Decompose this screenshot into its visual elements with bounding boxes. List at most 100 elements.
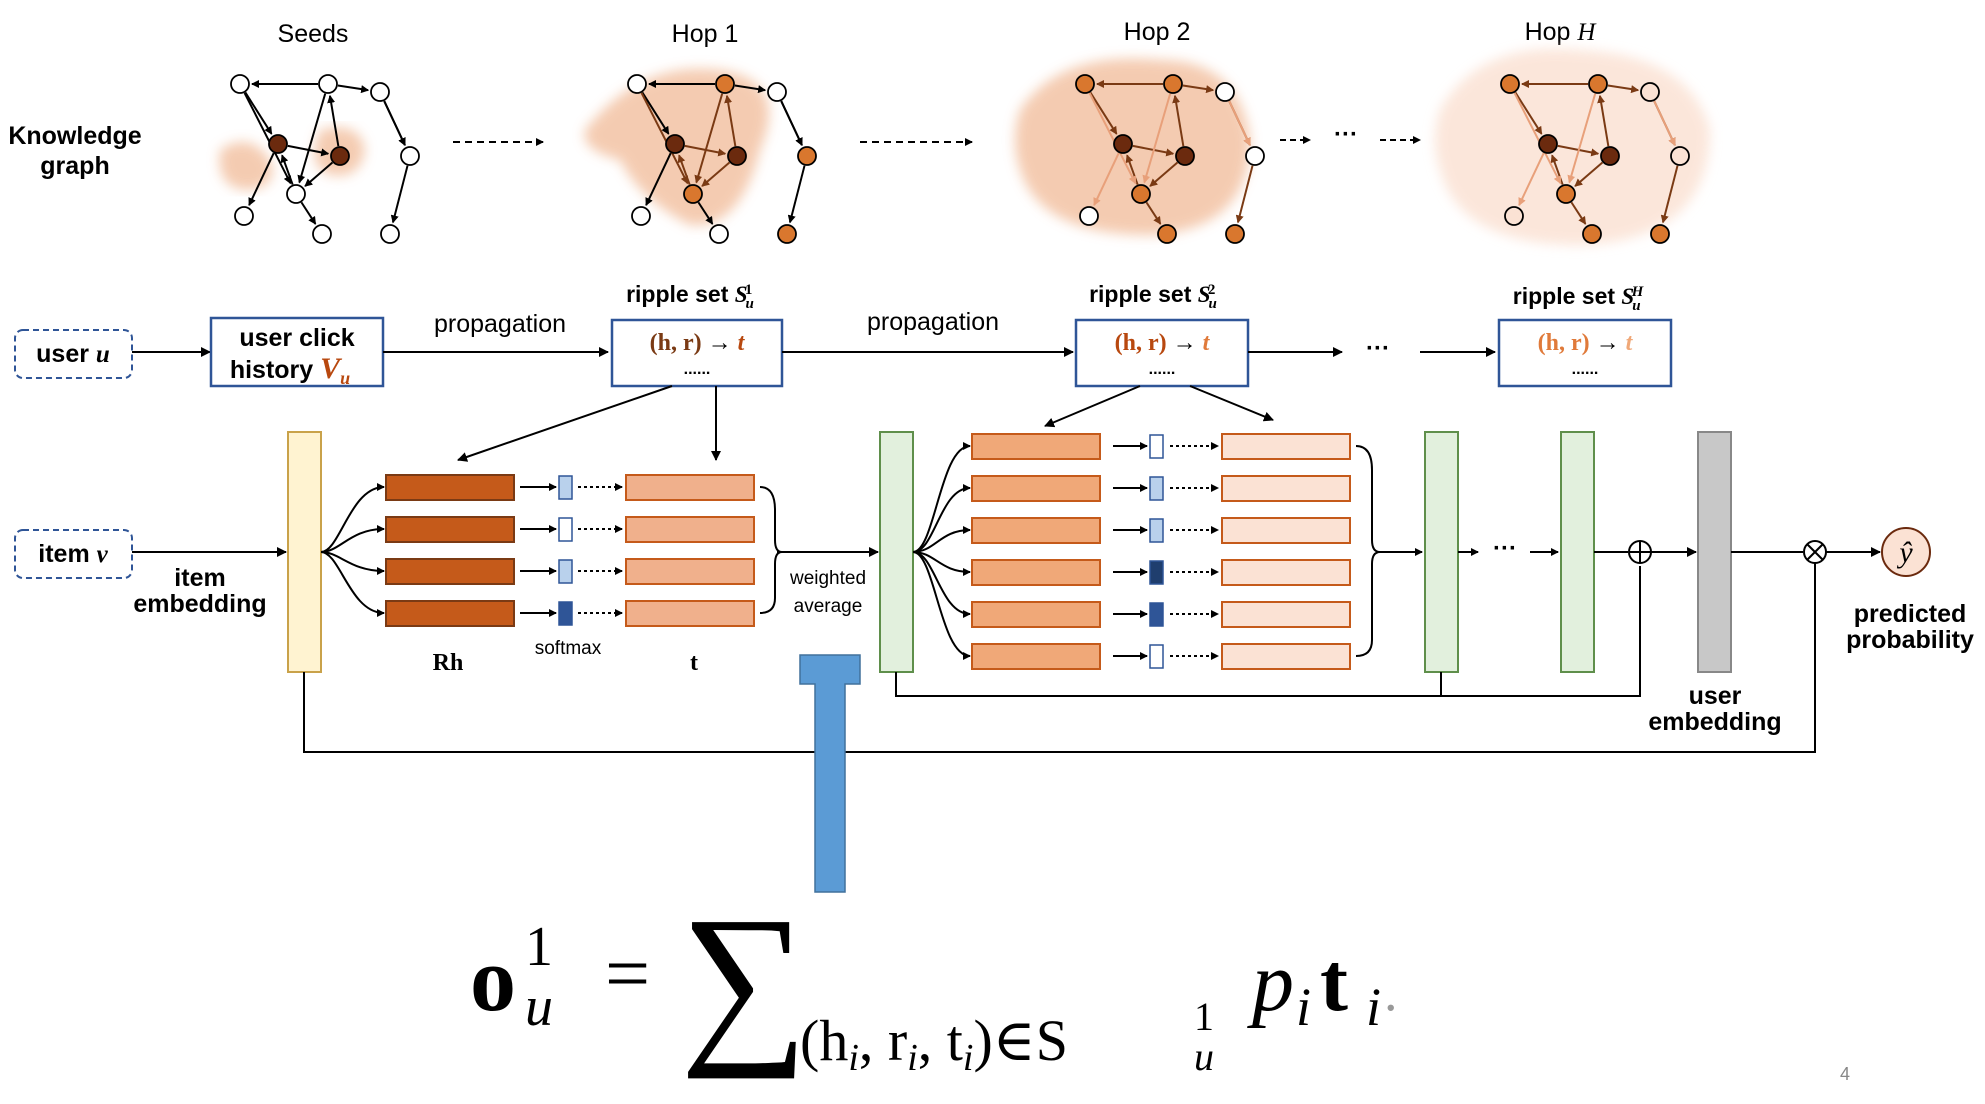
svg-text:(hi, ri, ti)∈S: (hi, ri, ti)∈S: [800, 1008, 1068, 1079]
softmax-weight: [1149, 518, 1164, 543]
rh-label: Rh: [433, 650, 464, 676]
kg-edge: [300, 201, 317, 225]
kg-edge: [1574, 161, 1604, 187]
kg-node: [1157, 224, 1177, 244]
rh-vector: [971, 475, 1101, 502]
formula: o 1 u = ∑ (hi, ri, ti)∈S 1 u p i t i .: [470, 880, 1398, 1079]
softmax-weight: [1149, 434, 1164, 459]
kg-node: [1640, 82, 1660, 102]
rh-vector: [971, 433, 1101, 460]
hop2-brace: [1355, 445, 1381, 657]
kg-halo: [219, 127, 365, 190]
t-vector: [625, 474, 755, 501]
hopH-graph: [1435, 48, 1710, 245]
kg-node: [1175, 146, 1195, 166]
softmax-weight: [1149, 476, 1164, 501]
kg-edge: [1182, 84, 1215, 94]
svg-text:history Vu: history Vu: [230, 352, 350, 388]
product-operator: [1803, 540, 1827, 564]
kg-edge: [1518, 152, 1545, 207]
kg-node: [286, 184, 306, 204]
ripple-set-1: ripple set Su1 (h, r) → t ......: [610, 281, 784, 388]
kg-node: [1538, 134, 1558, 154]
kg-node: [683, 184, 703, 204]
rh-vector: [971, 601, 1101, 628]
item-skip-connection: [303, 563, 1816, 753]
svg-text:item: item: [174, 564, 225, 592]
highlight-arrow: [799, 654, 861, 893]
svg-text:......: ......: [1149, 361, 1176, 378]
svg-text:user u: user u: [36, 340, 110, 368]
kg-node: [1556, 184, 1576, 204]
propagation-label-1: propagation: [434, 310, 566, 338]
page-number: 4: [1840, 1064, 1850, 1084]
kg-edge: [1567, 93, 1597, 184]
kg-edge: [248, 152, 275, 207]
svg-text:p: p: [1247, 936, 1294, 1029]
weighted-average-label: weighted average: [789, 568, 866, 617]
user-embedding-label: user embedding: [1648, 682, 1781, 736]
rh-vector: [385, 558, 515, 585]
kg-edge: [1172, 94, 1185, 147]
svg-text:embedding: embedding: [1648, 708, 1781, 736]
softmax-weight: [558, 475, 573, 500]
kg-node: [370, 82, 390, 102]
kg-edge: [641, 91, 670, 135]
softmax-weight: [1149, 602, 1164, 627]
svg-text:......: ......: [1572, 361, 1599, 378]
svg-text:embedding: embedding: [133, 590, 266, 618]
kg-node: [797, 146, 817, 166]
kg-edge: [701, 161, 731, 187]
kg-edge: [304, 161, 334, 187]
kg-edge: [787, 165, 806, 224]
hop-ellipsis: ···: [1334, 121, 1358, 148]
kg-node: [1588, 74, 1608, 94]
ripple-ellipsis: ···: [1366, 335, 1390, 362]
kg-node: [715, 74, 735, 94]
t-vector: [1221, 601, 1351, 628]
svg-text:u: u: [1194, 1034, 1214, 1079]
graph-connectors: [453, 136, 1421, 146]
kg-node: [777, 224, 797, 244]
softmax-weight: [1149, 644, 1164, 669]
svg-text:.: .: [1384, 962, 1398, 1022]
svg-text:ŷ: ŷ: [1896, 536, 1913, 569]
item-embedding-vector: [287, 431, 322, 673]
svg-text:item v: item v: [38, 540, 108, 568]
svg-text:u: u: [525, 976, 553, 1038]
svg-text:(h, r) → t: (h, r) → t: [1115, 330, 1211, 356]
kg-edge: [1570, 201, 1587, 225]
svg-text:probability: probability: [1846, 626, 1974, 654]
svg-text:(h, r) → t: (h, r) → t: [650, 330, 746, 356]
ripple1-fanout: [457, 385, 721, 462]
kg-edge: [390, 165, 409, 224]
svg-text:∑: ∑: [680, 880, 808, 1079]
svg-text:predicted: predicted: [1854, 600, 1967, 628]
kg-node: [330, 146, 350, 166]
svg-text:=: =: [605, 930, 650, 1018]
kg-edge: [697, 201, 714, 225]
kg-node: [1113, 134, 1133, 154]
t-vector: [1221, 475, 1351, 502]
kg-node: [1504, 206, 1524, 226]
kg-edge: [1093, 152, 1120, 207]
hop2-fan-arrow: [912, 551, 971, 660]
kg-node: [312, 224, 332, 244]
kg-edge: [327, 94, 340, 147]
hop2-title: Hop 2: [1124, 18, 1191, 46]
t-vector: [1221, 559, 1351, 586]
svg-text:1: 1: [525, 916, 553, 978]
kg-node: [1670, 146, 1690, 166]
item-tag: item v: [14, 529, 133, 579]
kg-edge: [1597, 94, 1610, 147]
rh-vector: [385, 600, 515, 627]
kg-node: [1582, 224, 1602, 244]
kg-halo: [1015, 58, 1250, 235]
svg-text:ripple set SuH: ripple set SuH: [1513, 283, 1645, 314]
kg-edge: [640, 92, 689, 185]
softmax-weight: [1149, 560, 1164, 585]
sum-operator: [1628, 540, 1652, 564]
rh-vector: [385, 516, 515, 543]
softmax-weight: [558, 601, 573, 626]
kg-edge: [1235, 165, 1254, 224]
